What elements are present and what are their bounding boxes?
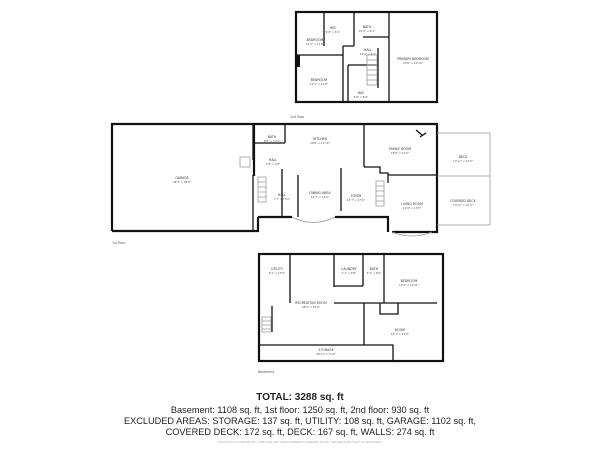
- disclaimer: FLOOR PLAN CREATED BY CUBICASA APP. MEAS…: [217, 440, 383, 444]
- room-dims: 13'11" x 12'0": [453, 159, 474, 163]
- room-dims: 12'1" x 11'8": [310, 82, 329, 86]
- room-label: WIC: [358, 91, 365, 95]
- room-dims: 13'6" x 24'10": [403, 61, 424, 65]
- room-dims: 13'11" x 12'4": [453, 203, 474, 207]
- room-label: FOYER: [351, 194, 362, 198]
- second-floor-plan: [294, 10, 439, 104]
- room-label: LIVING ROOM: [401, 202, 423, 206]
- room-label: BATH: [370, 267, 379, 271]
- room-dims: 5'2" x 6'8": [367, 271, 382, 275]
- room-dims: 8'1" x 13'5": [269, 271, 286, 275]
- room-label: HALL: [269, 158, 277, 162]
- room-dims: 36'11" x 3'10": [316, 352, 337, 356]
- room-label: COVERED DECK: [450, 199, 476, 203]
- total-area: TOTAL: 3288 sq. ft: [256, 392, 344, 403]
- room-label: KITCHEN: [313, 137, 327, 141]
- room-label: PRIMARY BEDROOM: [397, 57, 429, 61]
- room-dims: 28'2" x 24'9": [302, 305, 321, 309]
- room-dims: 18'6" x 11'0": [391, 151, 410, 155]
- room-dims: 10'0" x 6'1": [359, 29, 376, 33]
- excluded-areas: EXCLUDED AREAS: STORAGE: 137 sq. ft, UTI…: [124, 416, 476, 426]
- room-dims: 6'8" x 5'11": [264, 139, 281, 143]
- room-label: BATH: [363, 25, 372, 29]
- excluded-areas-continued: COVERED DECK: 172 sq. ft, DECK: 167 sq. …: [165, 427, 435, 437]
- room-dims: 20'8" x 11'10": [310, 141, 331, 145]
- floor-label: Basement: [258, 370, 275, 374]
- room-label: ROOM: [395, 328, 405, 332]
- room-dims: 6'6" x 6'6": [354, 95, 369, 99]
- room-dims: 18'1" x 14'0": [391, 332, 410, 336]
- floor-label: 1st floor: [112, 241, 126, 245]
- room-label: DECK: [459, 155, 469, 159]
- room-dims: 7'7" x 13'0": [274, 197, 291, 201]
- room-dims: 38'2" x 28'9": [173, 180, 192, 184]
- room-dims: 12'3" x 4'3": [360, 52, 377, 56]
- first-floor-plan: [110, 122, 491, 237]
- room-label: BATH: [268, 135, 277, 139]
- room-label: STORAGE: [318, 348, 333, 352]
- floor-label: 2nd floor: [290, 115, 305, 119]
- floor-areas: Basement: 1108 sq. ft, 1st floor: 1250 s…: [170, 405, 430, 415]
- room-label: GARAGE: [175, 176, 188, 180]
- room-label: DINING AREA: [309, 191, 331, 195]
- room-dims: 12'4" x 12'11": [399, 283, 420, 287]
- room-label: WIC: [330, 26, 337, 30]
- room-dims: 6'6" x 6'1": [326, 30, 341, 34]
- room-label: UTILITY: [271, 267, 283, 271]
- room-label: RECREATION ROOM: [295, 301, 327, 305]
- room-dims: 12'7" x 17'6": [347, 198, 366, 202]
- room-label: LAUNDRY: [341, 267, 356, 271]
- room-dims: 12'6" x 13'8": [403, 206, 422, 210]
- room-label: BEDROOM: [401, 279, 418, 283]
- room-label: HALL: [364, 48, 372, 52]
- room-dims: 7'8" x 3'8": [266, 162, 281, 166]
- basement-plan: [257, 252, 445, 363]
- room-label: BEDROOM: [307, 38, 324, 42]
- room-dims: 7'1" x 6'8": [342, 271, 357, 275]
- room-label: BEDROOM: [311, 78, 328, 82]
- room-dims: 12'7" x 14'4": [311, 195, 330, 199]
- room-label: FAMILY ROOM: [389, 147, 411, 151]
- room-label: HALL: [278, 193, 286, 197]
- room-dims: 12'1" x 11'8": [306, 42, 325, 46]
